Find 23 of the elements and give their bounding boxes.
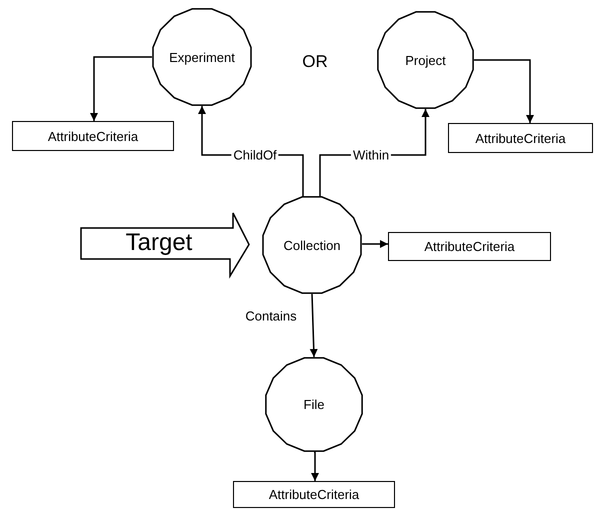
arrow	[310, 294, 318, 358]
arrow	[474, 59, 534, 123]
edge-label: Within	[350, 148, 392, 162]
criteria-box	[233, 481, 395, 508]
node-label: Collection	[283, 238, 341, 252]
node-label: AttributeCriteria	[48, 128, 138, 144]
node-label: File	[304, 397, 324, 412]
node-label: AttributeCriteria	[268, 487, 360, 502]
edge-label: ChildOf	[231, 148, 279, 162]
criteria-box	[388, 232, 551, 261]
criteria-box	[12, 121, 174, 151]
edge-label: Contains	[243, 308, 299, 324]
node-label: Experiment	[169, 50, 235, 64]
node-label: AttributeCriteria	[475, 130, 566, 146]
criteria-box	[448, 123, 593, 153]
node-label: Target	[126, 229, 192, 257]
node-label: Project	[405, 52, 446, 68]
arrow	[362, 240, 388, 248]
arrow	[311, 451, 319, 481]
operator-label: OR	[302, 52, 328, 72]
arrow	[90, 56, 152, 121]
block-arrow	[81, 213, 249, 276]
node-label: AttributeCriteria	[424, 239, 515, 254]
